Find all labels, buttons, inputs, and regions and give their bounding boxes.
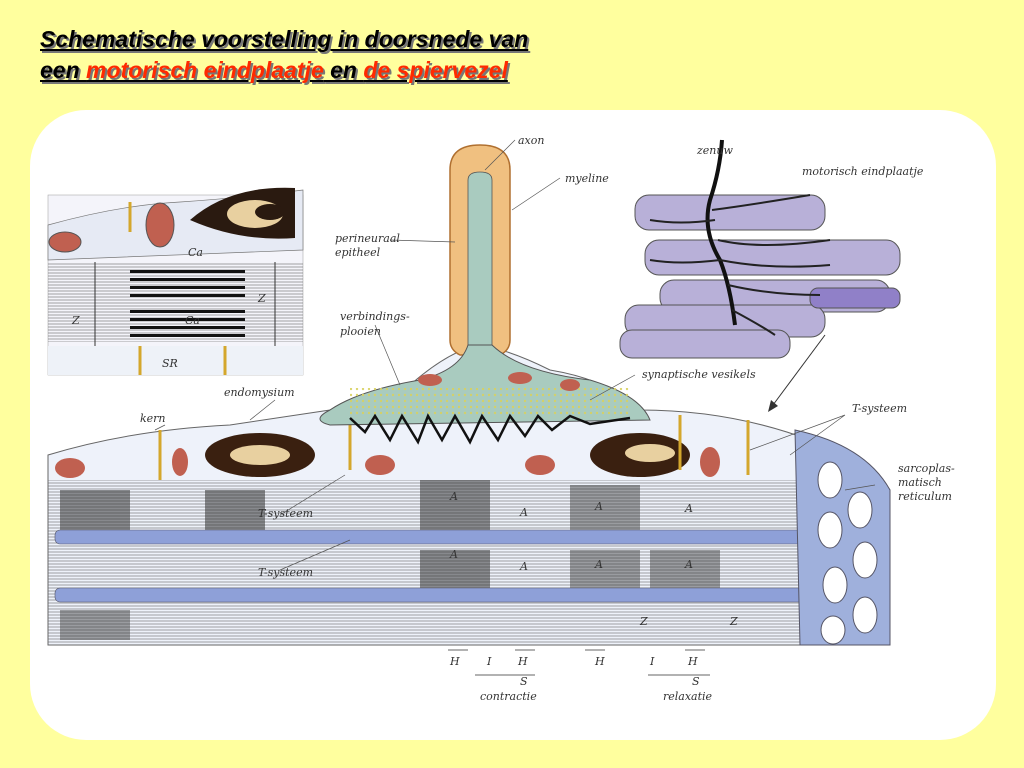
nerve-fiber-inset: zenuw motorisch eindplaatje: [619, 139, 924, 412]
diagram-panel: Ca Ca Z Z SR zenuw motorisch eindplaatje: [30, 110, 996, 740]
title-de-spiervezel: de spiervezel: [363, 57, 508, 83]
title-word-een: een: [40, 57, 87, 83]
diagram-svg: Ca Ca Z Z SR zenuw motorisch eindplaatje: [47, 134, 955, 703]
band-z-label: Z: [729, 615, 738, 628]
label-t-systeem-2: T-systeem: [258, 566, 313, 579]
label-perineuraal-1: perineuraal: [335, 232, 400, 245]
band-a-label: A: [684, 558, 693, 571]
band-labels: A A A A A A A A Z Z: [449, 490, 738, 628]
label-verbindings-2: plooien: [340, 325, 381, 338]
inset-ca-label-1: Ca: [188, 246, 203, 259]
legend-i-1: I: [486, 655, 492, 668]
legend-h-3: H: [594, 655, 605, 668]
title-word-en: en: [323, 57, 364, 83]
label-t-systeem-right: T-systeem: [852, 402, 907, 415]
label-zenuw: zenuw: [696, 144, 733, 157]
label-verbindings-1: verbindings-: [340, 310, 410, 323]
title-line-2: een motorisch eindplaatje en de spiervez…: [40, 55, 528, 86]
label-sarco-3: reticulum: [898, 490, 952, 503]
mitochondria: [55, 447, 720, 478]
band-a-label: A: [684, 502, 693, 515]
label-perineuraal-2: epitheel: [335, 246, 381, 259]
band-a-label: A: [594, 558, 603, 571]
band-a-label: A: [519, 560, 528, 573]
title-motorisch-eindplaatje: motorisch eindplaatje: [86, 57, 324, 83]
band-a-label: A: [594, 500, 603, 513]
title-line-1: Schematische voorstelling in doorsnede v…: [40, 26, 529, 52]
label-synaptische-vesikels: synaptische vesikels: [642, 368, 756, 381]
label-kern: kern: [140, 412, 166, 425]
legend-h-2: H: [517, 655, 528, 668]
band-a-label: A: [519, 506, 528, 519]
label-axon: axon: [518, 134, 544, 147]
label-motorisch-eindplaatje: motorisch eindplaatje: [802, 165, 924, 178]
label-contractie: contractie: [480, 690, 537, 703]
a-bands: [60, 480, 720, 640]
inset-z-label-2: Z: [257, 292, 266, 305]
leader-lines: [154, 139, 876, 571]
muscle-fiber: [47, 344, 891, 646]
legend-s-2: S: [692, 675, 700, 688]
band-z-label: Z: [639, 615, 648, 628]
label-sarco-2: matisch: [898, 476, 942, 489]
band-a-label: A: [449, 548, 458, 561]
legend-i-2: I: [649, 655, 655, 668]
label-relaxatie: relaxatie: [663, 690, 713, 703]
legend-h-4: H: [687, 655, 698, 668]
inset-ca-label-2: Ca: [185, 314, 200, 327]
label-sarco-1: sarcoplas-: [898, 462, 955, 475]
label-myeline: myeline: [565, 172, 609, 185]
nerve-terminal: [319, 144, 651, 445]
inset-dark-bands: [130, 270, 245, 337]
legend-h-1: H: [449, 655, 460, 668]
sarcomere-legend: [448, 649, 710, 676]
band-a-label: A: [449, 490, 458, 503]
legend-s-1: S: [520, 675, 528, 688]
slide-title: Schematische voorstelling in doorsnede v…: [40, 24, 528, 86]
sarcomere-inset: Ca Ca Z Z SR: [47, 187, 304, 376]
label-t-systeem-1: T-systeem: [258, 507, 313, 520]
inset-sr-label: SR: [162, 357, 178, 370]
inset-z-label-1: Z: [71, 314, 80, 327]
label-endomysium: endomysium: [224, 386, 295, 399]
